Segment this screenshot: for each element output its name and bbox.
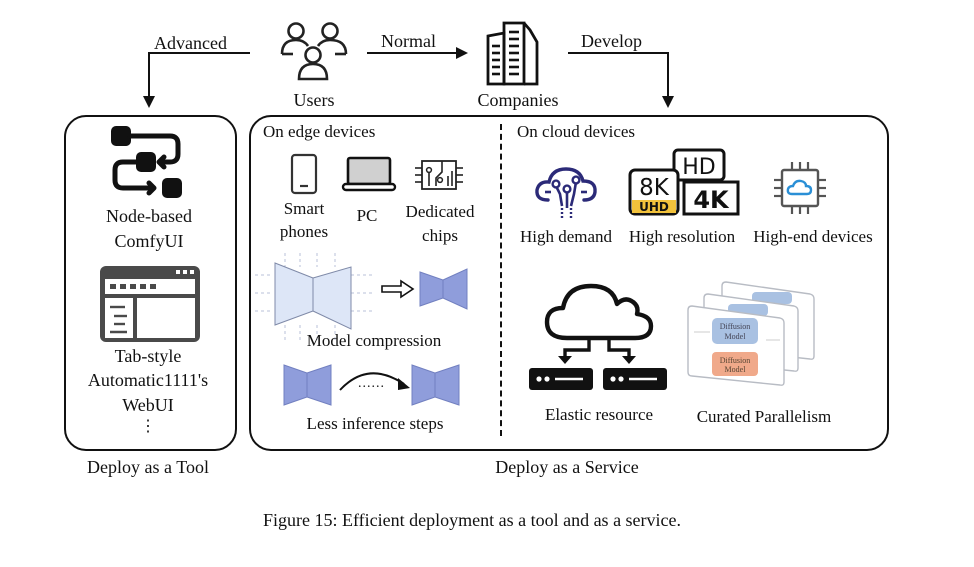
chips-line1: Dedicated (405, 202, 475, 221)
4k-badge-text: 4K (693, 186, 730, 214)
parallel-cards-icon: Diffusion Model Diffusion Model (687, 281, 815, 386)
tool-footer: Deploy as a Tool (87, 457, 209, 477)
smartphone-icon (290, 153, 318, 195)
high-end-devices-label: High-end devices (753, 227, 873, 246)
elastic-cloud-servers-icon (529, 283, 667, 390)
smartphone-line2: phones (279, 222, 329, 241)
skip-steps-arrow-icon (339, 372, 410, 391)
curated-parallelism-label: Curated Parallelism (696, 407, 832, 426)
edge-heading: On edge devices (263, 122, 376, 141)
card-front: Diffusion Model Diffusion Model (687, 305, 785, 386)
users-label: Users (293, 90, 335, 110)
cloud-heading: On cloud devices (517, 122, 636, 141)
comfyui-line2: ComfyUI (114, 231, 184, 251)
service-footer: Deploy as a Service (495, 457, 639, 477)
normal-arrow (367, 47, 468, 59)
companies-icon (486, 21, 539, 86)
companies-label: Companies (477, 90, 559, 110)
advanced-arrow (143, 52, 250, 108)
card-orange-text-1: Diffusion (720, 356, 751, 365)
webui-line3: WebUI (122, 395, 174, 415)
step-unet-end-icon (411, 364, 460, 406)
large-unet-icon (255, 253, 373, 341)
advanced-label: Advanced (154, 33, 227, 53)
high-demand-label: High demand (519, 227, 613, 246)
develop-arrow (568, 52, 674, 108)
compress-arrow-icon (381, 279, 415, 299)
node-graph-icon (111, 126, 182, 198)
circuit-chip-icon (415, 160, 463, 190)
resolution-badges-icon: HD 8K UHD 4K (628, 148, 740, 216)
comfyui-line1: Node-based (106, 206, 192, 226)
develop-label: Develop (581, 31, 642, 51)
steps-dots: ...... (358, 376, 385, 391)
step-unet-start-icon (283, 364, 332, 406)
pc-label: PC (356, 206, 378, 225)
hd-badge-text: HD (682, 155, 715, 180)
cloud-chip-icon (774, 162, 826, 214)
laptop-icon (341, 156, 397, 192)
small-unet-icon (419, 268, 468, 310)
8k-badge-text: 8K (639, 175, 670, 201)
smartphone-line1: Smart (283, 199, 325, 218)
high-resolution-label: High resolution (628, 227, 736, 246)
webui-line1: Tab-style (114, 346, 182, 366)
browser-window-icon (100, 266, 200, 342)
less-steps-label: Less inference steps (306, 414, 444, 433)
webui-line2: Automatic1111's (87, 370, 209, 390)
figure-caption: Figure 15: Efficient deployment as a too… (262, 510, 682, 530)
edge-cloud-divider (500, 124, 502, 436)
elastic-resource-label: Elastic resource (544, 405, 654, 424)
model-compression-label: Model compression (306, 331, 442, 350)
card-orange-text-2: Model (725, 365, 747, 374)
chips-line2: chips (422, 226, 458, 245)
more-ellipsis: ⋮ (140, 418, 156, 435)
card-blue-text-1: Diffusion (720, 322, 751, 331)
users-icon (280, 22, 348, 81)
uhd-badge-text: UHD (639, 200, 669, 214)
cloud-network-icon (535, 167, 597, 218)
card-blue-text-2: Model (725, 332, 747, 341)
normal-label: Normal (381, 31, 436, 51)
